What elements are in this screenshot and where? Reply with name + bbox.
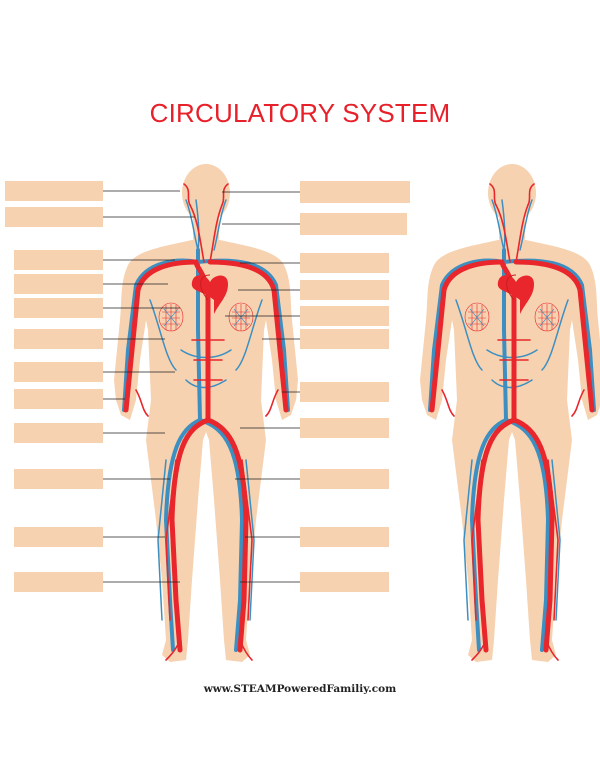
label-box-left-4[interactable] [14, 274, 103, 294]
label-box-left-10[interactable] [14, 469, 103, 489]
label-box-left-11[interactable] [14, 527, 103, 547]
label-box-right-6[interactable] [300, 329, 389, 349]
label-box-right-3[interactable] [300, 253, 389, 273]
label-box-left-2[interactable] [5, 207, 103, 227]
page-title: CIRCULATORY SYSTEM [149, 98, 451, 128]
label-box-left-5[interactable] [14, 298, 103, 318]
label-box-right-10[interactable] [300, 527, 389, 547]
label-box-left-9[interactable] [14, 423, 103, 443]
label-box-right-2[interactable] [300, 213, 407, 235]
label-box-right-11[interactable] [300, 572, 389, 592]
reference-body-figure [420, 164, 600, 662]
footer-credit: www.STEAMPoweredFamiliy.com [203, 683, 397, 695]
label-box-left-1[interactable] [5, 181, 103, 201]
label-box-right-1[interactable] [300, 181, 410, 203]
label-box-left-8[interactable] [14, 389, 103, 409]
label-box-right-8[interactable] [300, 418, 389, 438]
label-box-left-6[interactable] [14, 329, 103, 349]
label-box-right-4[interactable] [300, 280, 389, 300]
labeled-body-figure [114, 164, 298, 662]
label-box-right-7[interactable] [300, 382, 389, 402]
label-box-right-5[interactable] [300, 306, 389, 326]
label-box-left-3[interactable] [14, 250, 103, 270]
label-box-right-9[interactable] [300, 469, 389, 489]
label-box-left-12[interactable] [14, 572, 103, 592]
label-box-left-7[interactable] [14, 362, 103, 382]
